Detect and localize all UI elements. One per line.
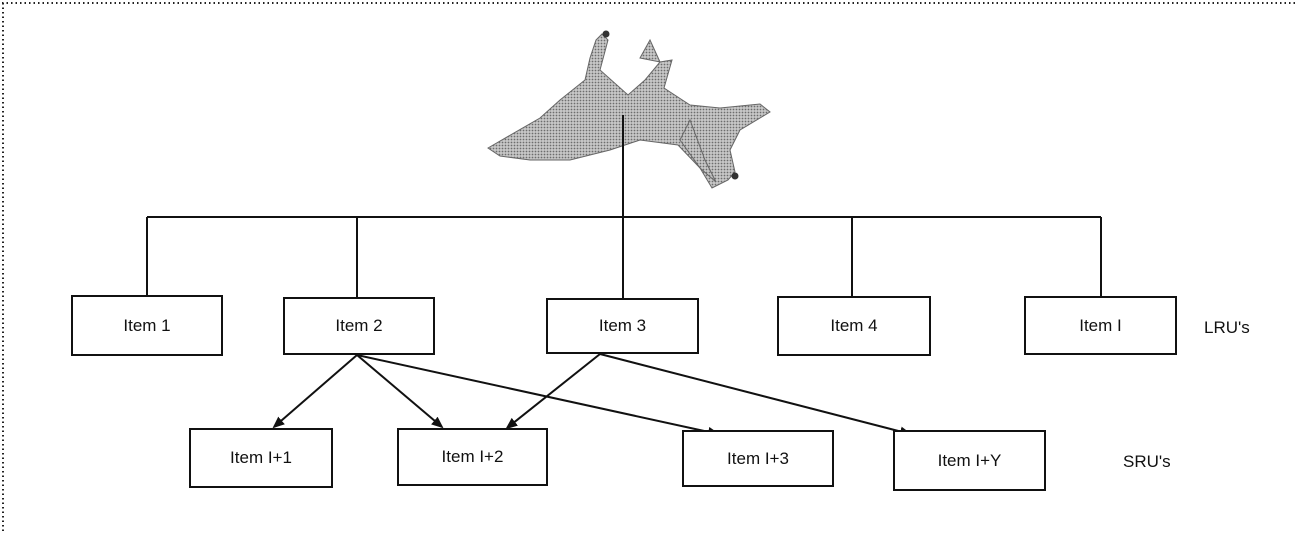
sru-group-label: SRU's	[1123, 452, 1171, 472]
sru-item-i-plus-3: Item I+3	[682, 430, 834, 487]
fighter-jet-icon	[488, 31, 770, 189]
arrow-item2-to-itemI1	[274, 355, 357, 427]
lru-item-3: Item 3	[546, 298, 699, 354]
lru-item-4: Item 4	[777, 296, 931, 356]
tree-connectors	[147, 115, 1101, 298]
arrow-item3-to-itemIY	[600, 354, 910, 434]
lru-item-2: Item 2	[283, 297, 435, 355]
sru-item-i-plus-2: Item I+2	[397, 428, 548, 486]
lru-group-label: LRU's	[1204, 318, 1250, 338]
arrow-item2-to-itemI3	[357, 355, 718, 434]
arrows	[274, 354, 910, 434]
sru-item-i-plus-1: Item I+1	[189, 428, 333, 488]
arrow-item2-to-itemI2	[357, 355, 442, 427]
sru-item-i-plus-y: Item I+Y	[893, 430, 1046, 491]
lru-item-i: Item I	[1024, 296, 1177, 355]
lru-item-1: Item 1	[71, 295, 223, 356]
